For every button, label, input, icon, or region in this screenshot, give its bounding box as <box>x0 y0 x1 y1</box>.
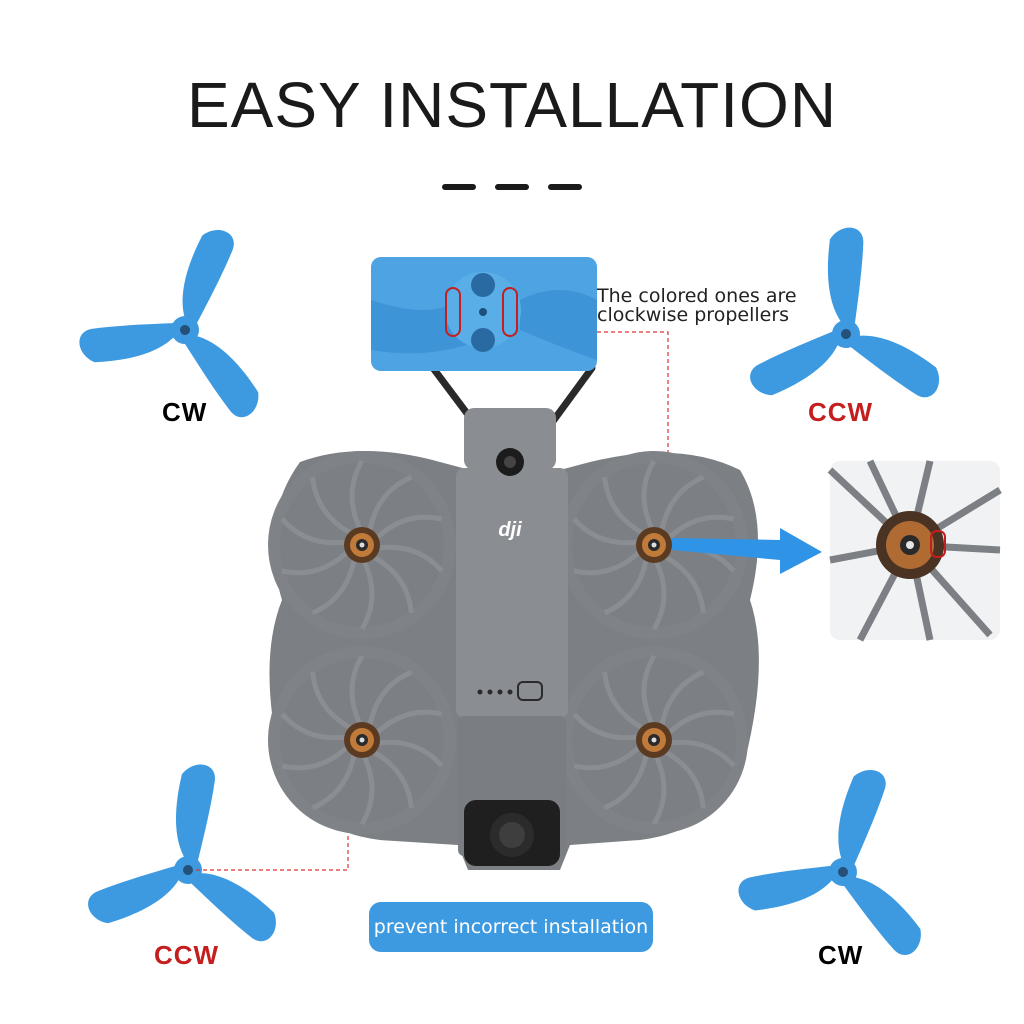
propeller-bottom-left <box>70 757 290 964</box>
divider-dash-3 <box>548 184 582 190</box>
propeller-label-ccw: CCW <box>808 397 874 427</box>
callout-line-1: The colored ones are <box>597 285 797 307</box>
svg-text:dji: dji <box>498 519 522 541</box>
divider-dash-2 <box>495 184 529 190</box>
page-title: EASY INSTALLATION <box>186 69 838 141</box>
propeller-label-cw: CW <box>818 940 864 970</box>
propeller-bottom-right <box>729 761 943 962</box>
arrow <box>672 528 822 574</box>
callout-line-2: clockwise propellers <box>597 304 790 326</box>
prevent-installation-badge: prevent incorrect installation <box>369 902 653 952</box>
propeller-top-left <box>66 212 292 425</box>
propeller-label-cw: CW <box>162 397 208 427</box>
propeller-label-ccw: CCW <box>154 940 220 970</box>
zoom-panel-right <box>827 459 1002 642</box>
callout-note: The colored ones are clockwise propeller… <box>597 287 797 325</box>
divider-dash-1 <box>442 184 476 190</box>
drone: dji <box>269 408 759 870</box>
zoom-panel-top <box>371 257 597 371</box>
